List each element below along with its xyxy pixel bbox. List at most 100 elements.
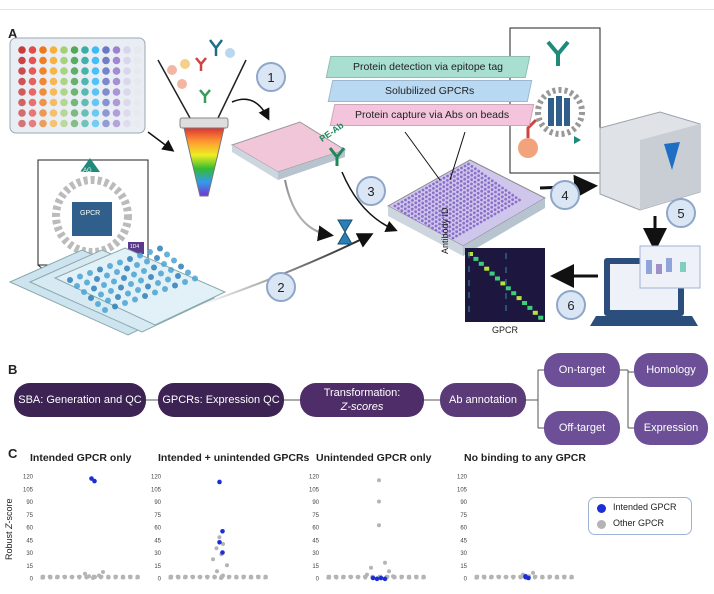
legend-other-marker xyxy=(597,520,606,529)
other-gpcr-point xyxy=(377,499,381,504)
y-axis-label: Robust Z-score xyxy=(4,498,14,560)
other-gpcr-point xyxy=(87,574,91,579)
box-transformation: Transformation: Z-scores xyxy=(300,383,424,417)
other-gpcr-point xyxy=(214,546,219,551)
y-tick-label: 105 xyxy=(23,487,34,493)
rainbow-tube-icon xyxy=(179,117,229,197)
panel-a-illustration xyxy=(8,27,701,336)
chart-title: Intended + unintended GPCRs xyxy=(158,452,310,464)
scatter-chart-2: Intended + unintended GPCRs xyxy=(158,452,309,464)
intended-gpcr-point xyxy=(523,574,528,579)
other-gpcr-point xyxy=(391,574,395,579)
step-2: 2 xyxy=(266,272,296,302)
box-sba-generation: SBA: Generation and QC xyxy=(14,383,146,417)
gpcr-axis-label: GPCR xyxy=(492,325,519,335)
other-gpcr-point xyxy=(387,569,391,574)
y-tick-label: 90 xyxy=(154,500,161,506)
other-gpcr-point xyxy=(225,563,229,568)
y-tick-label: 30 xyxy=(26,551,33,557)
y-tick-label: 75 xyxy=(26,513,33,519)
y-tick-label: 45 xyxy=(154,538,161,544)
layer-capture: Protein capture via Abs on beads xyxy=(329,104,535,126)
layer-solubilized: Solubilized GPCRs xyxy=(327,80,533,102)
heatmap-icon xyxy=(465,248,545,322)
y-tick-label: 105 xyxy=(309,487,320,493)
y-tick-label: 90 xyxy=(460,500,467,506)
intended-gpcr-point xyxy=(382,576,388,582)
other-gpcr-point xyxy=(217,535,222,540)
intended-gpcr-point xyxy=(89,476,94,481)
chart-title: No binding to any GPCR xyxy=(464,452,586,464)
y-tick-label: 105 xyxy=(151,487,162,493)
panel-a-label: A xyxy=(8,26,18,41)
intended-gpcr-point xyxy=(378,575,384,581)
y-tick-label: 45 xyxy=(460,538,467,544)
legend-intended-label: Intended GPCR xyxy=(613,502,677,512)
flag-label: FLAG xyxy=(76,168,92,174)
y-tick-label: 90 xyxy=(26,500,33,506)
hourglass-icon xyxy=(337,219,353,245)
y-tick-label: 15 xyxy=(312,564,319,570)
intended-gpcr-point xyxy=(370,575,376,581)
other-gpcr-point xyxy=(97,573,101,578)
other-gpcr-point xyxy=(221,542,225,546)
other-gpcr-point xyxy=(93,575,97,580)
other-gpcr-point xyxy=(83,571,87,576)
y-tick-label: 30 xyxy=(460,551,467,557)
step-5: 5 xyxy=(666,198,696,228)
step-4: 4 xyxy=(550,180,580,210)
y-tick-label: 0 xyxy=(158,577,162,583)
pink-plate-icon xyxy=(230,121,347,180)
other-gpcr-point xyxy=(221,573,225,578)
intended-gpcr-point xyxy=(217,479,222,485)
box-expression: Expression xyxy=(634,411,708,445)
other-gpcr-cloud xyxy=(168,574,268,580)
top-divider xyxy=(0,9,714,10)
y-tick-label: 45 xyxy=(312,538,319,544)
y-tick-label: 60 xyxy=(154,526,161,532)
antibody-id-label: Antibody ID xyxy=(440,207,450,254)
y-tick-label: 60 xyxy=(26,526,33,532)
y-tick-label: 30 xyxy=(312,551,319,557)
legend-other-label: Other GPCR xyxy=(613,518,665,528)
chart-svg: 0 15 30 45 60 75 90 105 120 xyxy=(23,475,140,583)
intended-gpcr-point xyxy=(220,528,225,534)
scatter-chart-1: Intended GPCR only xyxy=(30,452,132,464)
other-gpcr-point xyxy=(211,557,215,562)
workflow-connectors xyxy=(146,369,636,429)
intended-gpcr-point xyxy=(92,478,97,484)
y-tick-label: 0 xyxy=(316,577,320,583)
flow-cytometer-icon xyxy=(599,111,701,211)
other-gpcr-point xyxy=(365,572,369,577)
y-tick-label: 45 xyxy=(26,538,33,544)
chart-title: Intended GPCR only xyxy=(30,452,132,464)
y-tick-label: 15 xyxy=(460,564,467,570)
y-tick-label: 15 xyxy=(154,564,161,570)
y-tick-label: 120 xyxy=(23,475,34,481)
other-gpcr-point xyxy=(377,523,381,528)
box-gpcr-expression-qc: GPCRs: Expression QC xyxy=(158,383,284,417)
box-off-target: Off-target xyxy=(544,411,620,445)
y-tick-label: 75 xyxy=(312,513,319,519)
step-6: 6 xyxy=(556,290,586,320)
legend: Intended GPCR Other GPCR xyxy=(588,497,692,535)
y-tick-label: 30 xyxy=(154,551,161,557)
laptop-icon xyxy=(590,245,701,326)
y-tick-label: 60 xyxy=(460,526,467,532)
gpcr-label: GPCR xyxy=(80,210,101,217)
transformation-line1: Transformation: xyxy=(323,387,401,399)
y-tick-label: 120 xyxy=(151,475,162,481)
y-tick-label: 0 xyxy=(30,577,34,583)
transformation-line2: Z-scores xyxy=(340,401,384,413)
other-gpcr-point xyxy=(369,565,373,570)
gpcr-zoom-box xyxy=(37,158,149,266)
y-tick-label: 15 xyxy=(26,564,33,570)
legend-intended-marker xyxy=(597,504,606,513)
y-tick-label: 0 xyxy=(464,577,468,583)
scatter-chart-4: No binding to any GPCR xyxy=(464,452,586,464)
box-homology: Homology xyxy=(634,353,708,387)
layer-detection: Protein detection via epitope tag xyxy=(325,56,531,78)
